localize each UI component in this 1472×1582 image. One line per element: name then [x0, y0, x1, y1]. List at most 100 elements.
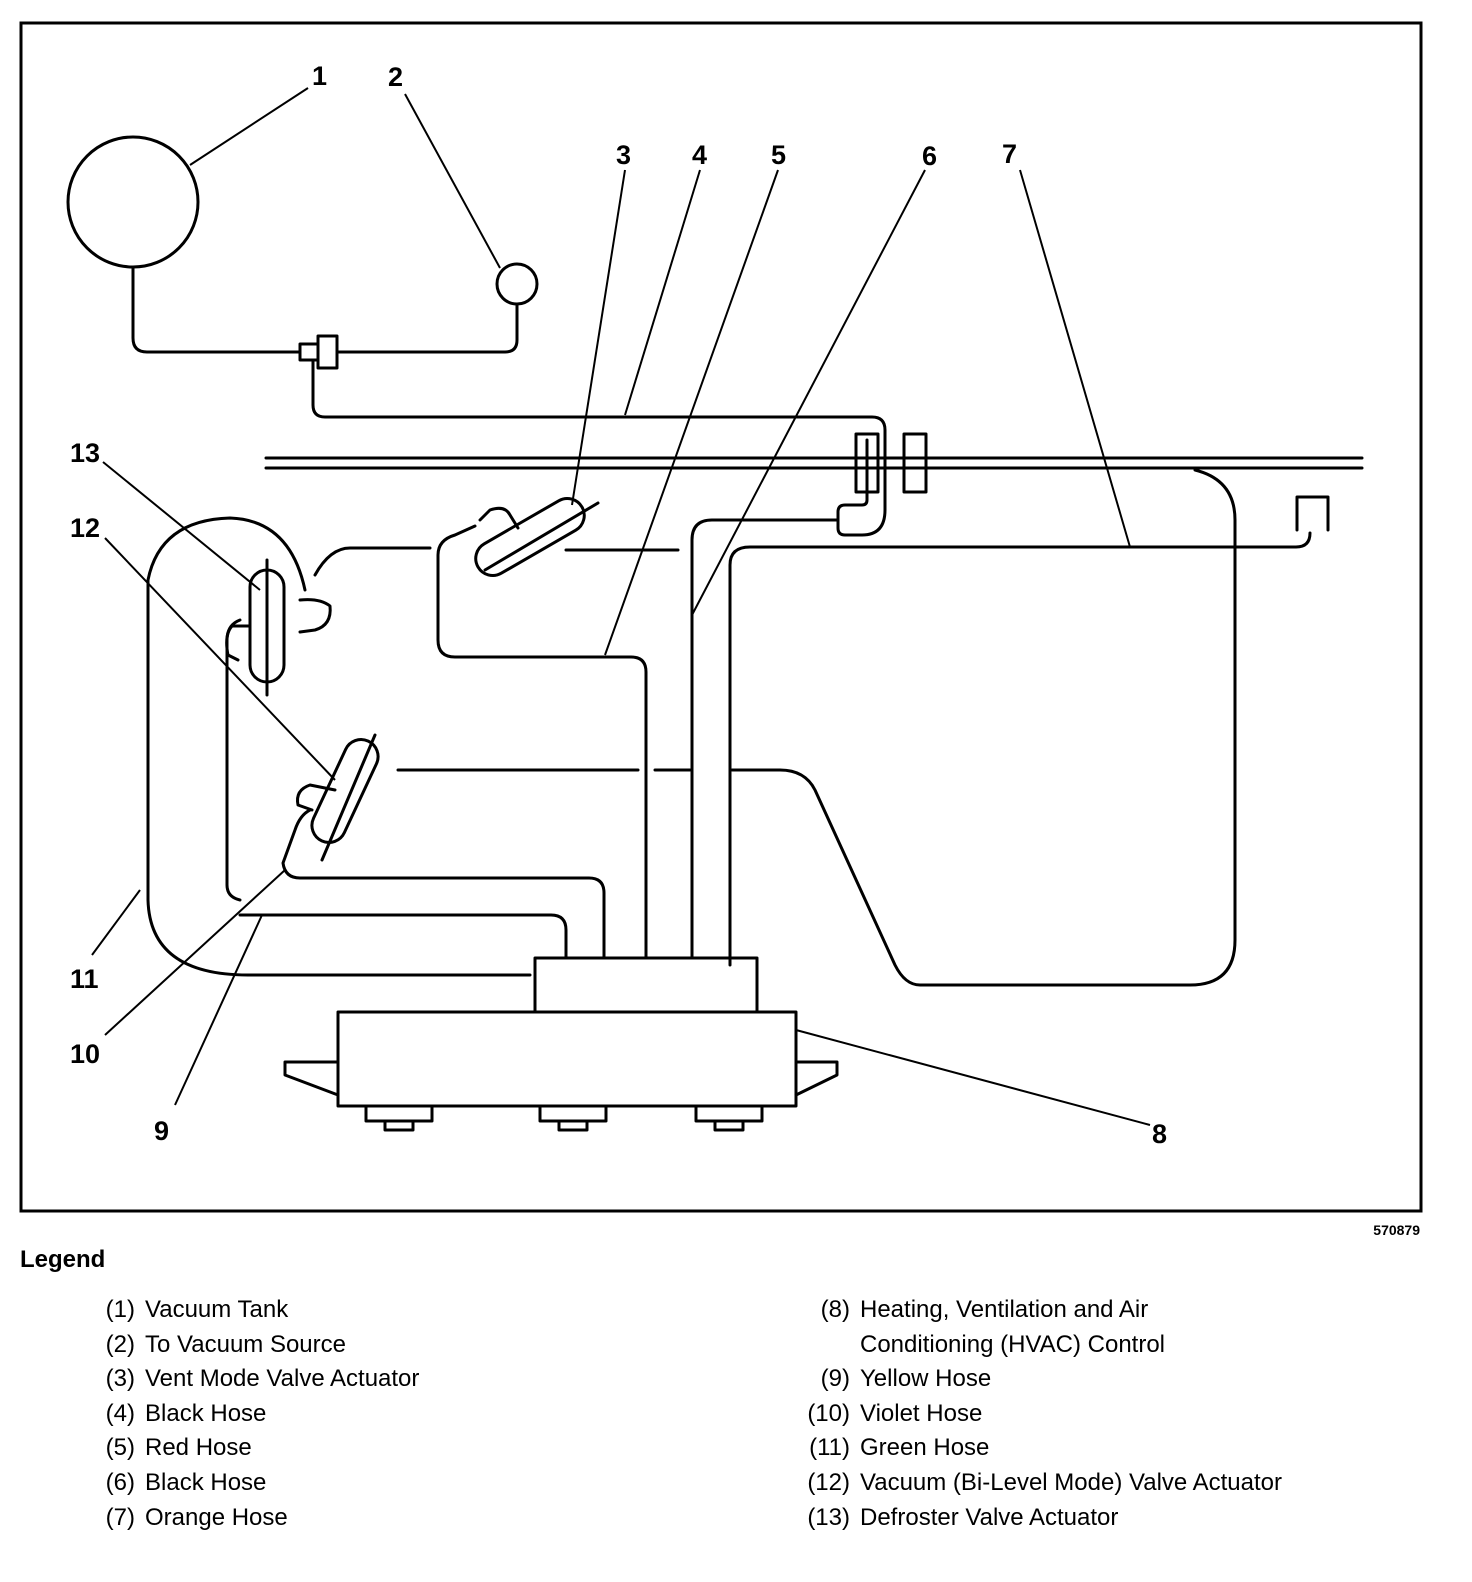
yellow-hose-9: [238, 913, 568, 960]
leader-2: [404, 93, 501, 269]
legend-item: (9) Yellow Hose: [790, 1362, 1380, 1397]
leader-5: [604, 169, 779, 656]
hvac-control-top: [533, 956, 759, 1014]
duct-loop: [730, 468, 1237, 987]
callout-7: 7: [1002, 139, 1017, 169]
hvac-bracket-right: [794, 1060, 839, 1097]
leader-3: [571, 169, 626, 506]
callout-13: 13: [70, 438, 100, 468]
legend-item: (8) Heating, Ventilation and Air Conditio…: [790, 1293, 1380, 1362]
right-connector: [1295, 495, 1330, 532]
bi-level-actuator-nipple: [296, 783, 337, 812]
leader-10: [104, 869, 286, 1036]
legend-item: (6) Black Hose: [60, 1466, 665, 1501]
callout-11: 11: [70, 964, 99, 994]
firewall-connector-left: [854, 432, 880, 494]
callout-10: 10: [70, 1039, 100, 1069]
inner-loop: [225, 618, 242, 902]
legend-text: Yellow Hose: [860, 1365, 992, 1393]
leader-13: [102, 461, 261, 591]
defroster-nipple-left: [225, 624, 252, 662]
legend-code: (13): [807, 1503, 850, 1531]
bi-level-actuator: [310, 738, 380, 844]
legend-item: (12) Vacuum (Bi-Level Mode) Valve Actuato…: [790, 1466, 1380, 1501]
legend-item: (2) To Vacuum Source: [60, 1328, 665, 1363]
legend-text: Vacuum (Bi-Level Mode) Valve Actuator: [860, 1468, 1282, 1496]
legend-text: Heating, Ventilation and Air Conditionin…: [860, 1296, 1166, 1358]
defroster-link: [313, 546, 432, 577]
legend-right-column: (8) Heating, Ventilation and Air Conditio…: [790, 1293, 1380, 1535]
legend-item: (3) Vent Mode Valve Actuator: [60, 1362, 665, 1397]
red-hose-5: [436, 524, 648, 960]
hvac-knob-2-stem: [557, 1119, 589, 1132]
legend-text: To Vacuum Source: [145, 1330, 346, 1358]
vacuum-hose-diagram: 1 2 3 4 5 6 7 8 9 10 11 12 13: [19, 21, 1423, 1213]
legend-item: (7) Orange Hose: [60, 1501, 665, 1536]
vacuum-source: [495, 262, 539, 306]
vent-actuator-nipple: [478, 506, 520, 530]
callout-3: 3: [616, 140, 631, 170]
legend-code: (11): [809, 1434, 850, 1462]
callout-4: 4: [692, 140, 707, 170]
callout-5: 5: [771, 140, 786, 170]
legend-text: Red Hose: [145, 1434, 252, 1462]
legend-text: Vent Mode Valve Actuator: [145, 1365, 420, 1393]
legend-code: (5): [105, 1434, 135, 1462]
vent-actuator-rod: [483, 501, 600, 572]
leader-9: [174, 914, 263, 1106]
legend-code: (12): [807, 1468, 850, 1496]
legend-code: (6): [105, 1468, 135, 1496]
hvac-knob-3-stem: [713, 1119, 745, 1132]
legend-text: Black Hose: [145, 1468, 267, 1496]
legend-code: (3): [105, 1365, 135, 1393]
diagram-border: [19, 21, 1423, 1213]
firewall-connector-right: [902, 432, 928, 494]
vacuum-tank: [66, 135, 200, 269]
leader-7: [1019, 169, 1131, 548]
legend-item: (4) Black Hose: [60, 1397, 665, 1432]
hvac-control-body: [336, 1010, 798, 1108]
legend-item: (1) Vacuum Tank: [60, 1293, 665, 1328]
legend-code: (1): [105, 1296, 135, 1323]
tee-fitting: [298, 342, 320, 362]
legend-code: (8): [820, 1296, 850, 1323]
source-hose: [335, 302, 519, 354]
legend-text: Black Hose: [145, 1399, 267, 1427]
legend-item: (13) Defroster Valve Actuator: [790, 1501, 1380, 1536]
defroster-nipple-right: [298, 598, 332, 634]
hvac-knob-1-stem: [383, 1119, 415, 1132]
legend-code: (2): [105, 1330, 135, 1358]
tank-hose: [131, 265, 302, 354]
legend-code: (7): [105, 1503, 135, 1531]
legend-code: (10): [807, 1399, 850, 1427]
hvac-knob-3: [694, 1104, 764, 1123]
leader-8: [795, 1029, 1151, 1126]
legend-left-column: (1) Vacuum Tank (2) To Vacuum Source (3) Ve…: [60, 1293, 665, 1535]
hvac-knob-1: [364, 1104, 434, 1123]
violet-hose-10: [281, 808, 606, 960]
hvac-knob-2: [538, 1104, 608, 1123]
legend-code: (9): [820, 1365, 850, 1393]
black-hose-4: [311, 358, 887, 537]
legend-text: Green Hose: [860, 1434, 990, 1462]
legend-item: (5) Red Hose: [60, 1431, 665, 1466]
figure-id: 570879: [1373, 1222, 1420, 1238]
legend-text: Defroster Valve Actuator: [860, 1503, 1119, 1531]
callout-9: 9: [154, 1116, 169, 1146]
legend-item: (11) Green Hose: [790, 1431, 1380, 1466]
tee-fitting-body: [316, 334, 339, 370]
legend-text: Violet Hose: [860, 1399, 983, 1427]
green-hose-11: [146, 516, 532, 977]
callout-8: 8: [1152, 1119, 1167, 1149]
orange-hose-7: [728, 531, 1312, 967]
leader-12: [104, 537, 336, 781]
leader-6: [691, 169, 926, 616]
legend-title: Legend: [20, 1246, 106, 1273]
legend-text: Orange Hose: [145, 1503, 288, 1531]
legend-code: (4): [105, 1399, 135, 1427]
leader-1: [189, 87, 309, 166]
legend-text: Vacuum Tank: [145, 1296, 289, 1323]
callout-1: 1: [312, 61, 327, 91]
leader-11: [91, 889, 141, 956]
legend-item: (10) Violet Hose: [790, 1397, 1380, 1432]
